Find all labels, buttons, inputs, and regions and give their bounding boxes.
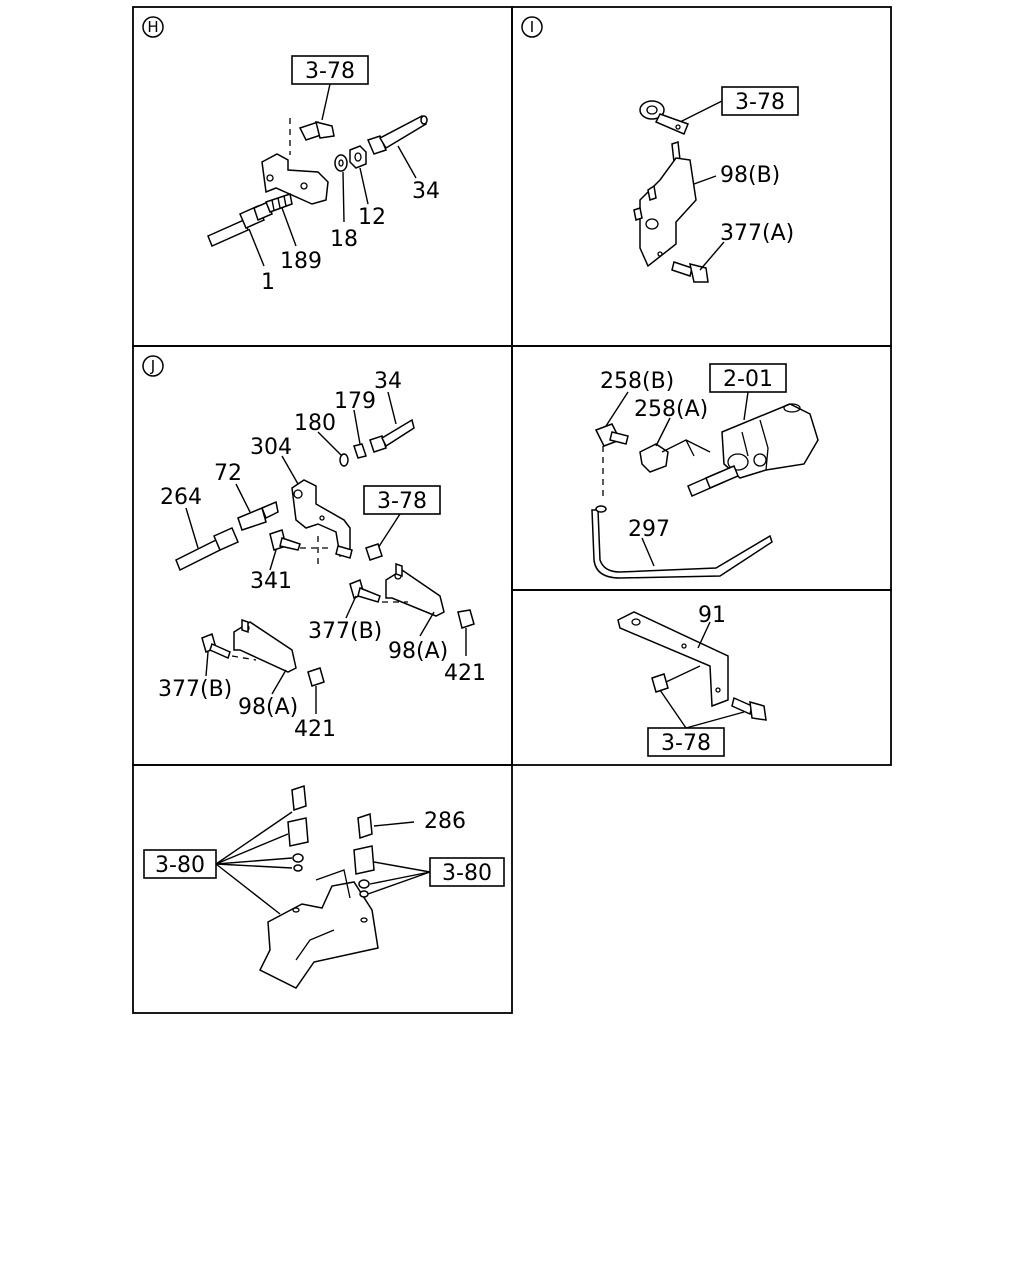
part-number-label: 180 (294, 411, 336, 436)
mount-stack-right (353, 812, 375, 898)
reference-box: 3-80 (143, 849, 217, 879)
part-number-label: 286 (424, 809, 466, 834)
part-number-label: 377(A) (720, 221, 794, 246)
part-number-label: 1 (261, 270, 275, 295)
part-number-label: 377(B) (308, 619, 382, 644)
part-number-label: 12 (358, 205, 386, 230)
cable-rod-part (207, 193, 293, 248)
cable-part (366, 114, 428, 155)
section-marker-i: I (521, 16, 543, 38)
part-number-label: 421 (294, 717, 336, 742)
part-number-label: 179 (334, 389, 376, 414)
bracket-part (291, 479, 351, 558)
bolt-part (201, 632, 231, 660)
washer-part (334, 154, 348, 172)
panel-i: I 3-78 98(B) (521, 16, 799, 283)
clamp-part (639, 100, 689, 135)
section-letter: J (150, 357, 155, 375)
reference-label: 3-78 (305, 59, 355, 84)
cable-part (369, 418, 415, 453)
reference-label: 2-01 (723, 367, 773, 392)
bracket-part (385, 562, 445, 617)
reference-box: 3-78 (647, 727, 725, 757)
part-number-label: 258(B) (600, 369, 674, 394)
panel-m: 3-80 3-80 286 (143, 784, 505, 989)
part-number-label: 72 (214, 461, 242, 486)
section-letter: H (147, 18, 158, 36)
panel-j: J 3-78 (142, 355, 486, 742)
cable-rod-part (175, 500, 279, 572)
mount-stack-left (287, 784, 309, 872)
bracket-part (617, 611, 729, 708)
bolt-part (671, 261, 709, 283)
part-number-label: 34 (374, 369, 402, 394)
bolt-part (349, 578, 381, 603)
motor-part (721, 403, 819, 479)
reference-box: 3-78 (721, 86, 799, 116)
bracket-part (261, 153, 329, 205)
nut-part (349, 145, 367, 169)
part-number-label: 377(B) (158, 677, 232, 702)
reference-box: 3-80 (429, 857, 505, 887)
panel-k: 2-01 (591, 363, 819, 579)
part-number-label: 98(B) (720, 163, 780, 188)
part-number-label: 18 (330, 227, 358, 252)
panel-frames (132, 6, 892, 1014)
part-number-label: 297 (628, 517, 670, 542)
reference-label: 3-78 (735, 90, 785, 115)
bolt-part (269, 529, 301, 551)
part-number-label: 91 (698, 603, 726, 628)
fitting-part (639, 439, 695, 473)
elbow-fitting-part (594, 423, 629, 447)
reference-box: 3-78 (363, 485, 441, 515)
bracket-part (633, 157, 697, 268)
reference-box: 3-78 (291, 55, 369, 85)
part-number-label: 98(A) (388, 639, 448, 664)
reference-label: 3-80 (442, 861, 492, 886)
panel-l: 3-78 91 (617, 603, 767, 757)
reference-label: 3-80 (155, 853, 205, 878)
panel-h: H 3-78 (142, 16, 440, 295)
part-number-label: 264 (160, 485, 202, 510)
part-number-label: 34 (412, 179, 440, 204)
part-number-label: 189 (280, 249, 322, 274)
reference-box: 2-01 (709, 363, 787, 393)
part-number-label: 421 (444, 661, 486, 686)
section-marker-h: H (142, 16, 164, 38)
section-letter: I (530, 18, 534, 36)
bracket-part (233, 618, 297, 673)
hose-part (591, 505, 773, 579)
reference-label: 3-78 (661, 731, 711, 756)
part-number-label: 304 (250, 435, 292, 460)
bolt-part (298, 120, 335, 141)
mounting-plate-part (258, 869, 379, 989)
section-marker-j: J (142, 355, 164, 377)
bolt-part (731, 696, 767, 721)
reference-label: 3-78 (377, 489, 427, 514)
part-number-label: 341 (250, 569, 292, 594)
part-number-label: 98(A) (238, 695, 298, 720)
part-number-label: 258(A) (634, 397, 708, 422)
